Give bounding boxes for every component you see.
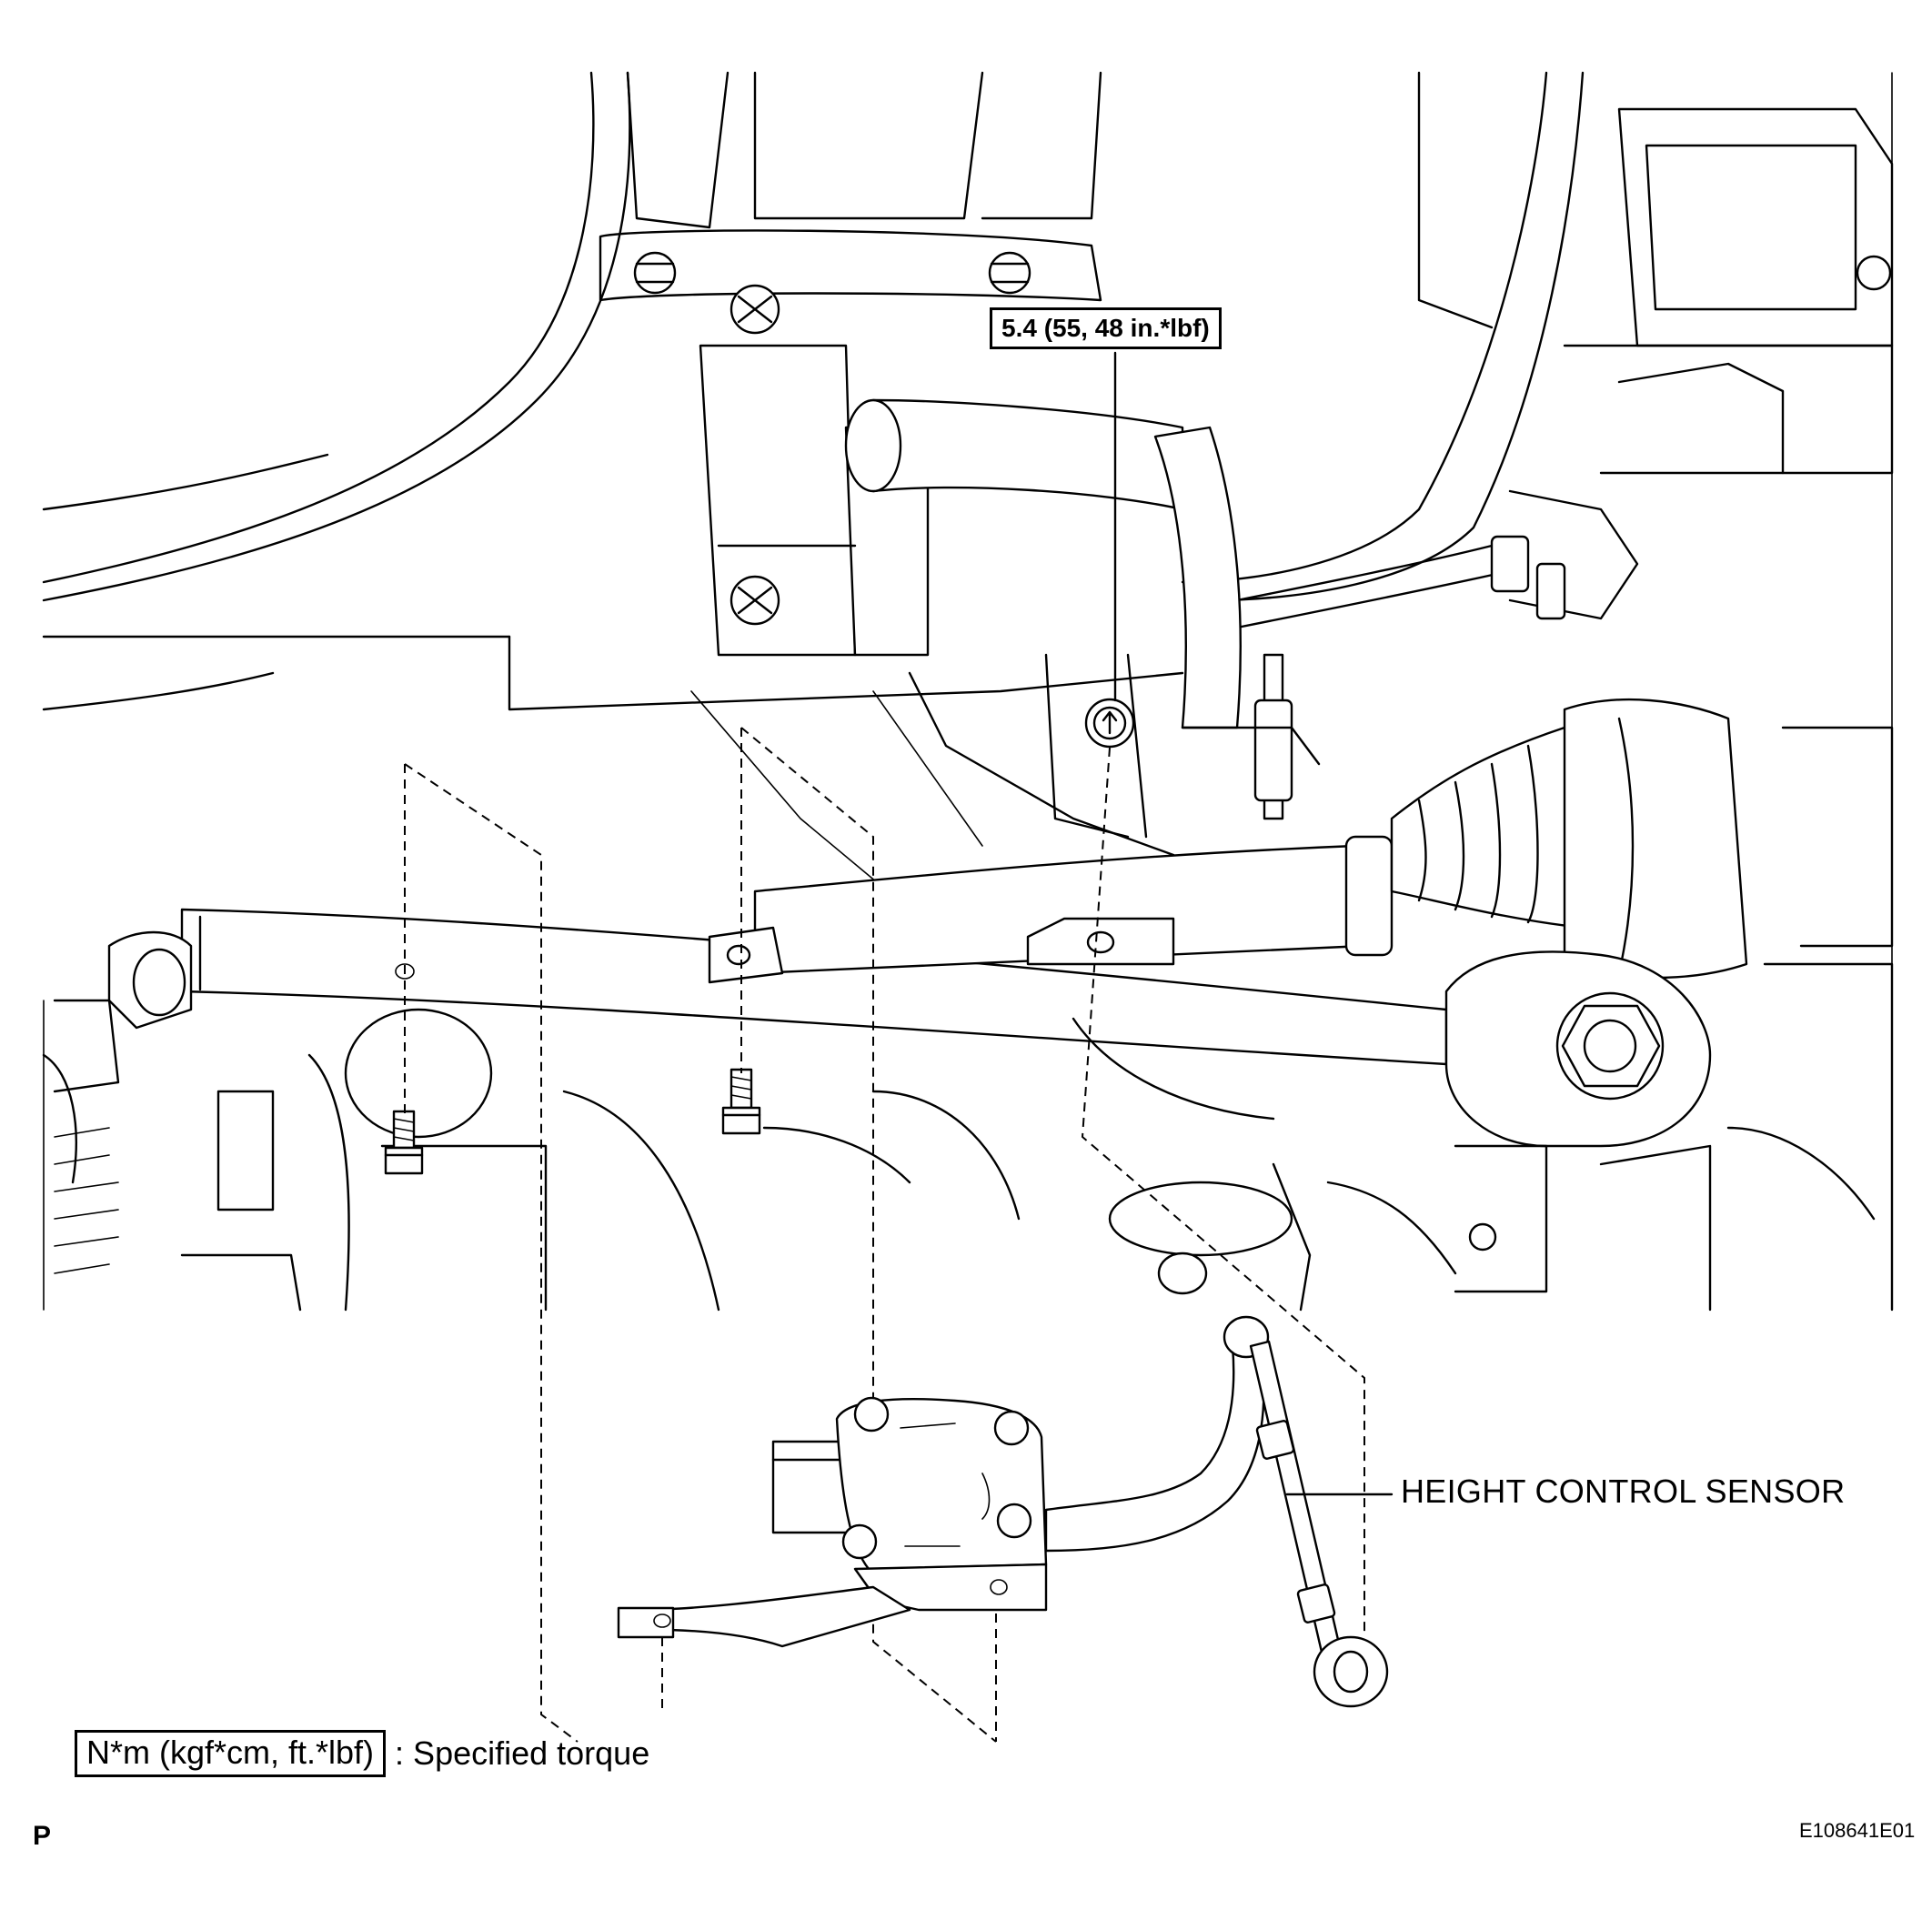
bolt-left <box>384 1110 424 1175</box>
corner-code: P <box>33 1821 52 1851</box>
bolt-center <box>721 1068 761 1135</box>
legend-unit-box: N*m (kgf*cm, ft.*lbf) <box>75 1730 387 1777</box>
torque-nut <box>1084 698 1135 749</box>
height-control-sensor <box>617 1315 1394 1708</box>
torque-callout: 5.4 (55, 48 in.*lbf) <box>990 307 1222 349</box>
lower-suspension-arm <box>53 698 1894 1148</box>
torque-legend: N*m (kgf*cm, ft.*lbf) : Specified torque <box>75 1730 649 1777</box>
legend-description: : Specified torque <box>395 1734 650 1772</box>
lower-background-parts <box>42 72 1894 1312</box>
vehicle-body-background <box>42 71 1894 910</box>
stabilizer-bracket <box>699 284 1321 820</box>
figure-id: E108641E01 <box>1799 1819 1916 1842</box>
assembly-guide-lines <box>404 727 1365 1743</box>
sensor-bolts <box>384 698 1135 1175</box>
part-label-height-control-sensor: HEIGHT CONTROL SENSOR <box>1401 1473 1846 1510</box>
